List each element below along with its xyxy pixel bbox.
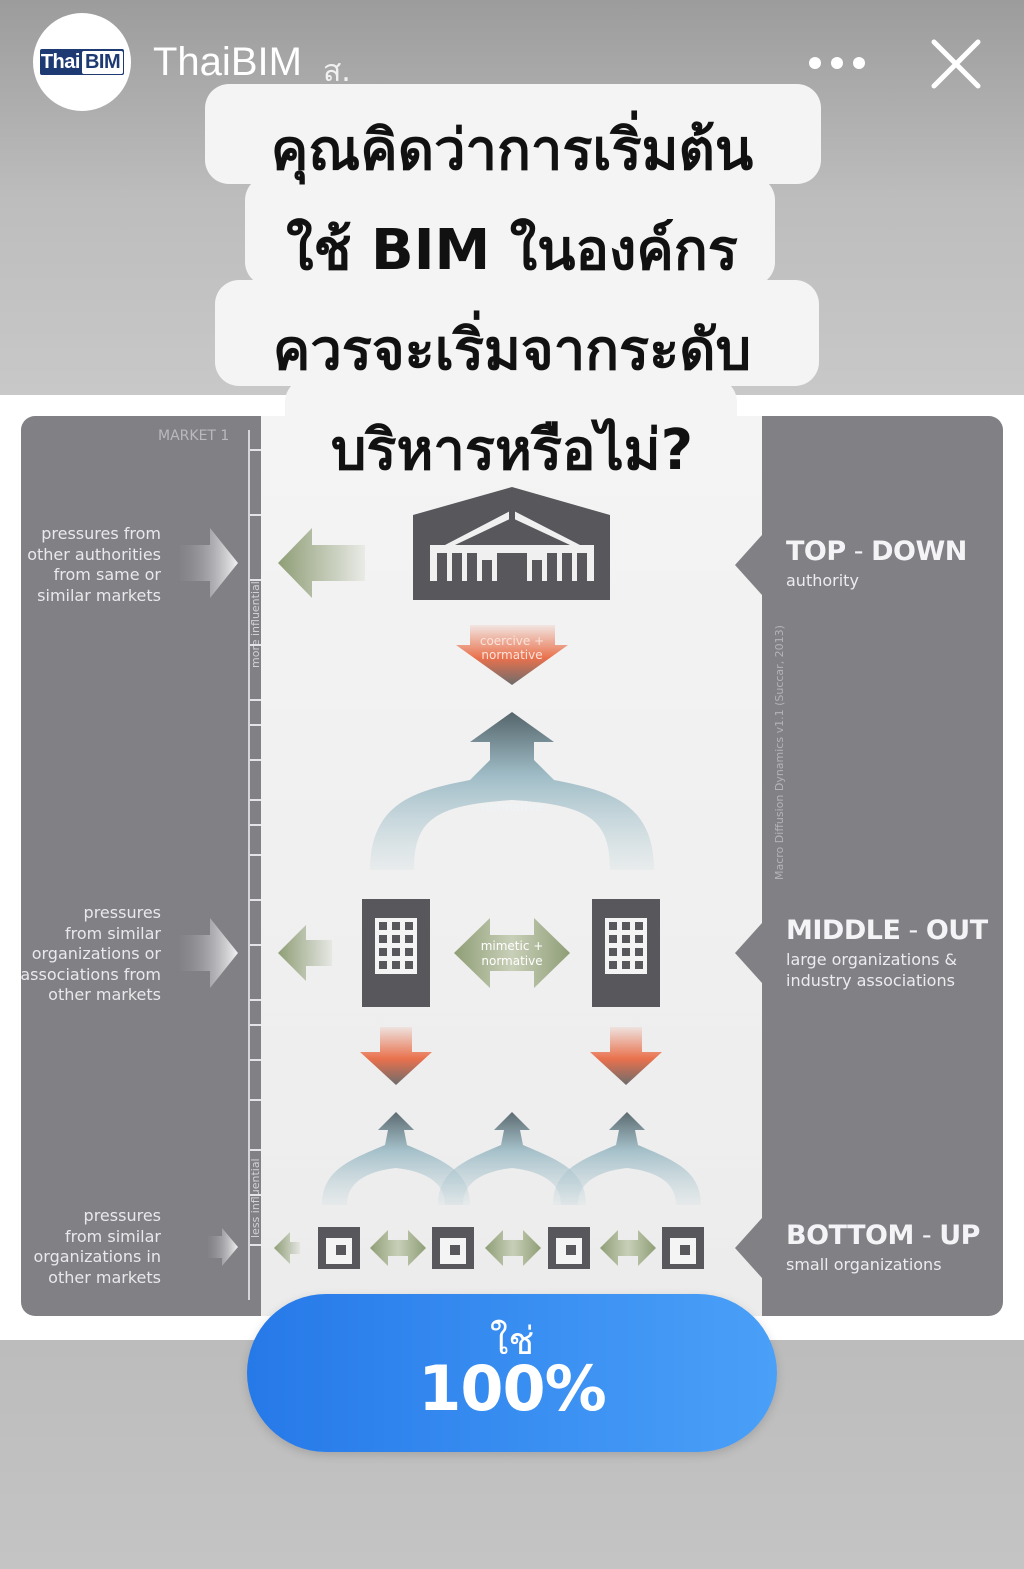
mimetic-arrow: [454, 918, 570, 988]
pressure-text-middle: pressures from similar organizations or …: [20, 903, 161, 1004]
pressure-text-bottom: pressures from similar organizations in …: [33, 1206, 162, 1287]
pressure-arrow-middle: [180, 918, 238, 988]
level-subtitle-top-down: authority: [786, 571, 859, 590]
pressure-arrow-top: [180, 528, 238, 598]
bottom-up-flows: [322, 1112, 701, 1205]
question-background: [205, 84, 821, 486]
coercive-label-line2: normative: [481, 648, 542, 662]
question-line-2: ใช้ BIM ในองค์กร: [286, 218, 738, 283]
normative-label: normative: [481, 800, 542, 814]
levels-panel: TOP - DOWN authority MIDDLE - OUT large …: [762, 416, 1003, 1316]
influence-arrow-top: [278, 528, 365, 598]
mimetic-label-line1: mimetic +: [481, 939, 544, 953]
more-options-icon[interactable]: [806, 48, 868, 78]
coercive-label-line1: coercive +: [480, 634, 544, 648]
level-notch-bottom: [735, 1218, 762, 1278]
authority-building-icon: [413, 487, 610, 600]
mimetic-label-line2: normative: [481, 954, 542, 968]
account-name[interactable]: ThaiBIM: [153, 40, 302, 84]
large-organization-building-icon-right: [592, 899, 660, 1007]
level-title-middle-out: MIDDLE - OUT: [786, 915, 988, 946]
question-line-4: บริหารหรือไม่?: [330, 418, 694, 483]
level-subtitle-middle-out: large organizations & industry associati…: [786, 950, 958, 990]
level-notch-top: [735, 535, 762, 595]
coercive-arrow-left: [360, 1027, 432, 1085]
coercive-arrow: [456, 625, 568, 685]
question-sticker: คุณคิดว่าการเริ่มต้น ใช้ BIM ในองค์กร คว…: [0, 0, 1024, 500]
level-subtitle-bottom-up: small organizations: [786, 1255, 942, 1274]
answer-label: ใช่: [489, 1319, 535, 1363]
level-title-top-down: TOP - DOWN: [786, 536, 967, 567]
coercive-arrow-right: [590, 1027, 662, 1085]
normative-flow: [370, 712, 654, 870]
post-time: ส.: [323, 54, 351, 89]
pressure-arrow-bottom: [208, 1228, 238, 1266]
level-title-bottom-up: BOTTOM - UP: [786, 1220, 980, 1251]
answer-percent: 100%: [418, 1352, 607, 1425]
influence-arrow-bottom: [274, 1232, 300, 1264]
level-notch-middle: [735, 923, 762, 983]
question-line-1: คุณคิดว่าการเริ่มต้น: [270, 118, 754, 183]
axis-ticks: [248, 449, 261, 1246]
large-organization-building-icon-left: [362, 899, 430, 1007]
market-label: MARKET 1: [158, 428, 230, 444]
mimetic-arrows-bottom: [370, 1230, 656, 1266]
close-icon[interactable]: [928, 36, 984, 92]
influence-arrow-middle: [278, 925, 332, 981]
poll-answer-yes[interactable]: ใช่ 100%: [247, 1294, 777, 1452]
pressure-text-top: pressures from other authorities from sa…: [27, 524, 161, 605]
question-line-3: ควรจะเริ่มจากระดับ: [272, 318, 752, 383]
